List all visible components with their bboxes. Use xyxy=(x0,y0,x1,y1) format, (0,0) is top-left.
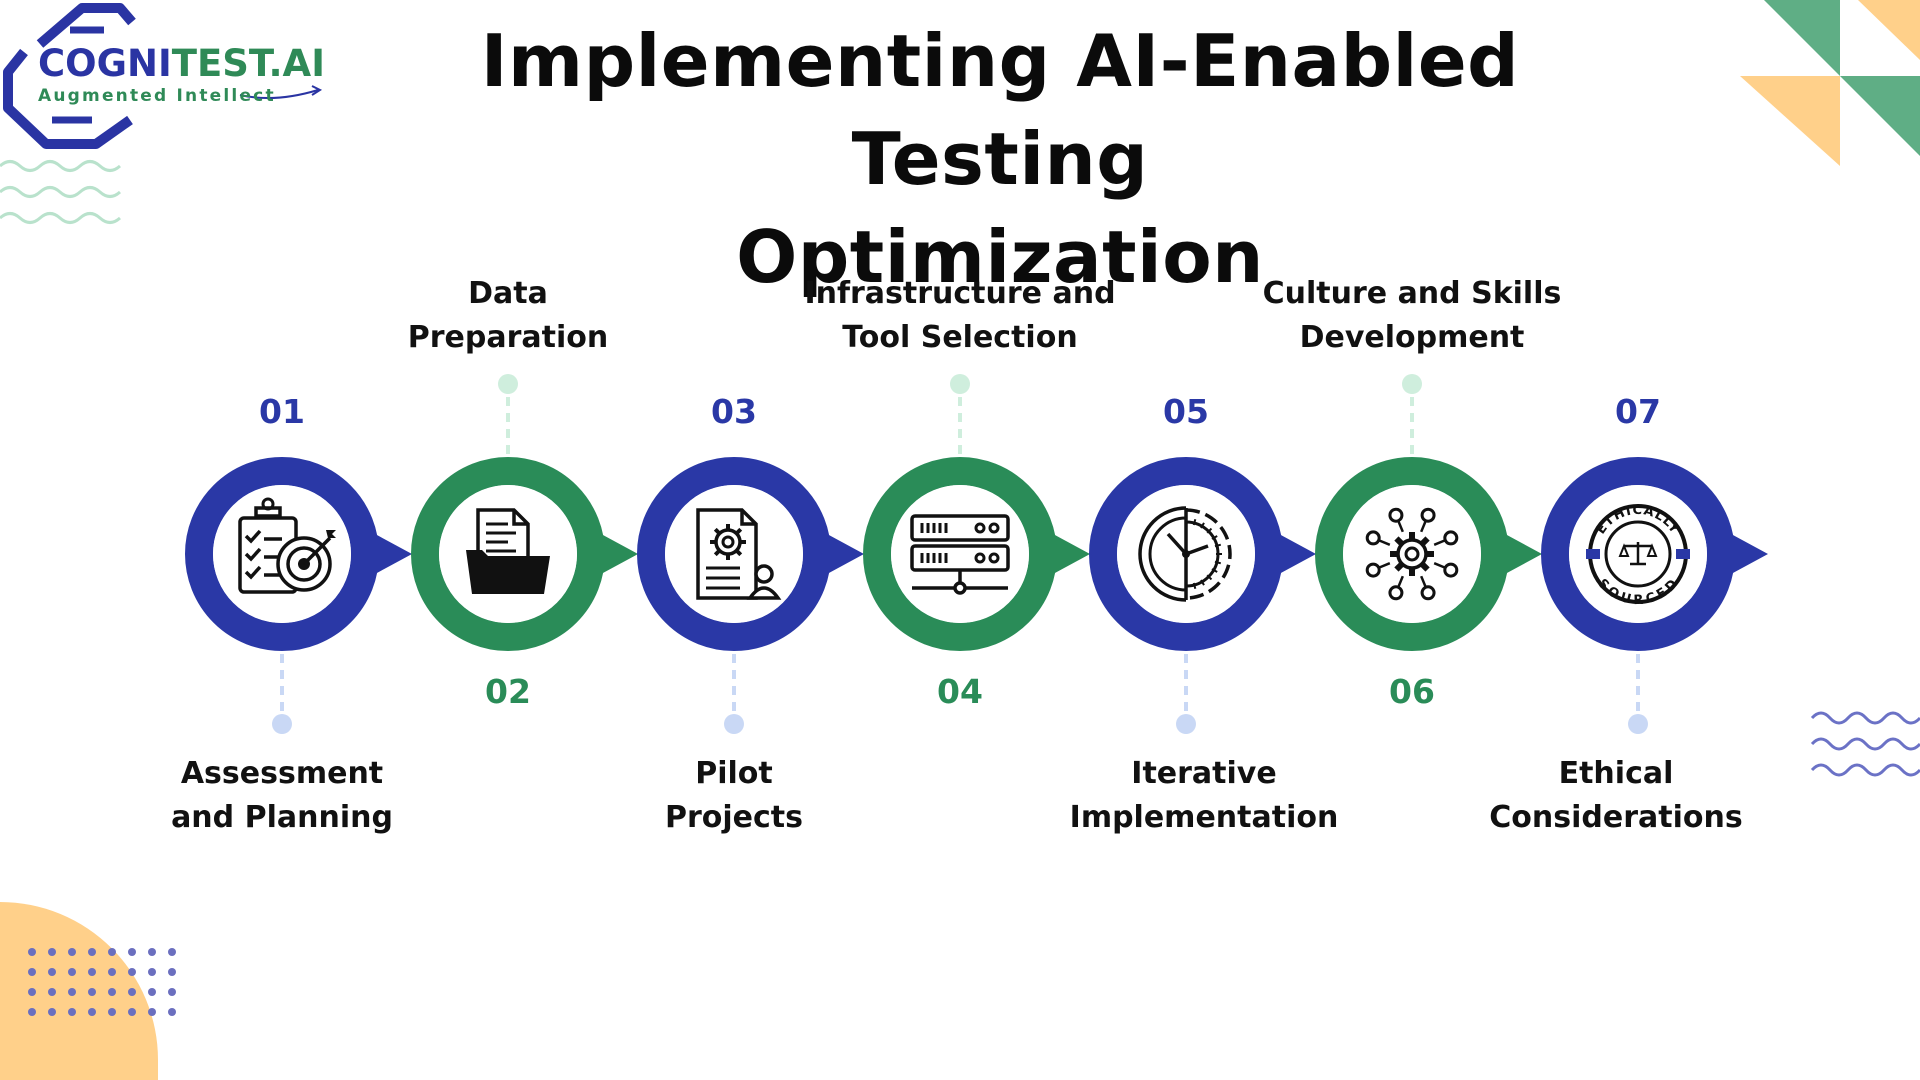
title-line-2: Optimization xyxy=(736,215,1264,299)
step-01-circle xyxy=(185,457,412,651)
step-07-label-line-1: Ethical xyxy=(1558,756,1674,791)
step-04-number: 04 xyxy=(937,672,983,711)
step-01-connector xyxy=(272,654,292,734)
step-05-number: 05 xyxy=(1163,392,1209,431)
wave-decoration-left xyxy=(0,160,122,224)
server-rack-icon xyxy=(910,514,1010,595)
step-03-label-line-1: Pilot xyxy=(695,756,773,791)
step-02-connector xyxy=(498,374,518,454)
company-logo: COGNITEST.AI Augmented Intellect xyxy=(38,42,325,107)
step-06-label-line-1: Culture and Skills xyxy=(1262,276,1562,311)
step-02-label-line-2: Preparation xyxy=(407,320,609,355)
step-03-circle xyxy=(637,457,864,651)
step-01-number: 01 xyxy=(259,392,305,431)
gear-network-icon xyxy=(1365,507,1459,601)
triangles-decoration xyxy=(1740,0,1920,166)
step-03-connector xyxy=(724,654,744,734)
orange-dots-decoration xyxy=(0,902,176,1080)
clock-gear-icon xyxy=(1138,506,1232,602)
document-gear-user-icon xyxy=(696,508,782,600)
logo-tagline: Augmented Intellect xyxy=(38,86,276,106)
logo-name-part2: TEST.AI xyxy=(171,42,325,85)
step-01-label-line-1: Assessment xyxy=(180,756,384,791)
step-02-number: 02 xyxy=(485,672,531,711)
logo-name-part1: COGNI xyxy=(38,42,172,85)
step-05-circle xyxy=(1089,457,1316,651)
clipboard-target-icon xyxy=(238,497,336,594)
step-02-circle xyxy=(411,457,638,651)
page-title: Implementing AI-Enabled Testing Optimiza… xyxy=(360,12,1640,306)
step-03-number: 03 xyxy=(711,392,757,431)
wave-decoration-right xyxy=(1810,711,1920,777)
step-05-connector xyxy=(1176,654,1196,734)
step-03-label-line-2: Projects xyxy=(664,800,803,835)
step-06-number: 06 xyxy=(1389,672,1435,711)
step-06-circle xyxy=(1315,457,1542,651)
folder-documents-icon xyxy=(466,508,550,594)
step-07-number: 07 xyxy=(1615,392,1661,431)
title-line-1: Implementing AI-Enabled Testing xyxy=(480,19,1520,201)
step-04-connector xyxy=(950,374,970,454)
logo-graphic xyxy=(0,3,323,224)
step-06-label-line-2: Development xyxy=(1299,320,1525,355)
step-04-label-line-2: Tool Selection xyxy=(842,320,1078,355)
step-05-label-line-1: Iterative xyxy=(1131,756,1277,791)
step-04-label-line-1: Infrastructure and xyxy=(804,276,1116,311)
step-07-connector xyxy=(1628,654,1648,734)
step-01-label: Assessment and Planning xyxy=(112,752,452,840)
step-06-connector xyxy=(1402,374,1422,454)
step-02-label-line-1: Data xyxy=(468,276,548,311)
step-07-label-line-2: Considerations xyxy=(1489,800,1743,835)
step-05-label-line-2: Implementation xyxy=(1069,800,1339,835)
step-01-label-line-2: and Planning xyxy=(171,800,393,835)
step-04-circle xyxy=(863,457,1090,651)
